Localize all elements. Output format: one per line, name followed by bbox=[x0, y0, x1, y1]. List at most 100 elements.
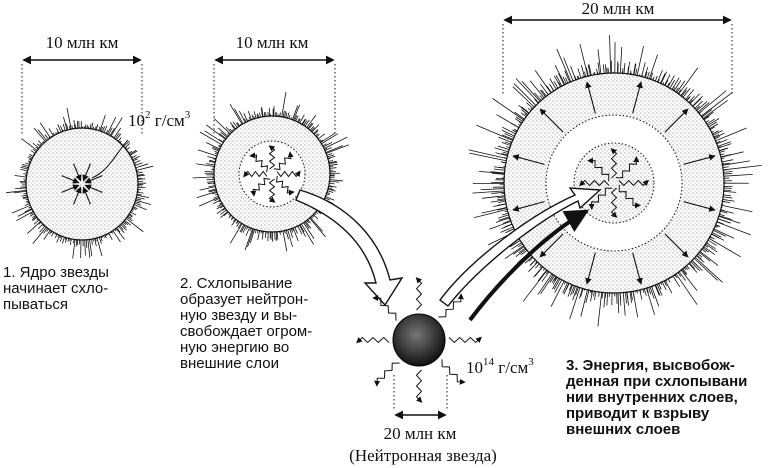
scale-label-star3: 20 млн км bbox=[582, 0, 655, 18]
corona-spike bbox=[218, 133, 227, 140]
corona-spike bbox=[606, 292, 608, 306]
energy-wave-arrow bbox=[610, 187, 618, 218]
corona-spike bbox=[712, 232, 722, 238]
corona-spike bbox=[276, 231, 279, 240]
force-arrow bbox=[585, 252, 596, 285]
corona-spike bbox=[580, 65, 585, 78]
energy-wave-arrow bbox=[372, 295, 397, 321]
corona-spike bbox=[73, 119, 76, 129]
corona-spike bbox=[579, 288, 583, 299]
corona-spike bbox=[704, 244, 709, 248]
corona-spike bbox=[512, 86, 535, 108]
corona-spike bbox=[597, 292, 603, 327]
corona-spike bbox=[39, 225, 46, 233]
corona-spike bbox=[660, 73, 666, 84]
corona-spike bbox=[619, 47, 623, 74]
corona-spike bbox=[313, 130, 319, 135]
corona-spike bbox=[678, 271, 686, 281]
corona-spike bbox=[43, 229, 51, 240]
corona-spike bbox=[229, 223, 243, 244]
corona-spike bbox=[22, 196, 28, 199]
corona-spike bbox=[137, 178, 146, 180]
corona-spike bbox=[636, 45, 644, 76]
corona-spike bbox=[316, 134, 320, 138]
corona-spike bbox=[294, 227, 298, 234]
corona-spike bbox=[521, 81, 541, 102]
corona-spike bbox=[723, 194, 732, 197]
corona-spike bbox=[594, 291, 597, 301]
corona-spike bbox=[515, 78, 540, 104]
corona-spike bbox=[76, 120, 79, 129]
corona-spike bbox=[658, 283, 662, 290]
corona-spike bbox=[282, 230, 288, 252]
corona-spike bbox=[556, 48, 572, 82]
corona-spike bbox=[601, 292, 604, 299]
corona-spike bbox=[546, 85, 552, 93]
corona-spike bbox=[527, 107, 532, 112]
corona-spike bbox=[29, 213, 35, 217]
corona-spike bbox=[247, 228, 254, 248]
corona-spike bbox=[655, 284, 661, 296]
corona-spike bbox=[29, 153, 34, 157]
corona-spike bbox=[134, 202, 142, 206]
corona-spike bbox=[723, 190, 737, 193]
corona-spike bbox=[98, 126, 101, 131]
corona-spike bbox=[129, 150, 138, 156]
scale-label-star2: 10 млн км bbox=[236, 33, 309, 52]
corona-spike bbox=[602, 64, 605, 74]
corona-spike bbox=[609, 35, 612, 74]
corona-spike bbox=[298, 118, 301, 123]
corona-spike bbox=[96, 237, 103, 257]
corona-spike bbox=[20, 168, 28, 172]
corona-spike bbox=[497, 207, 507, 211]
collapse-flow-arrow bbox=[295, 189, 404, 307]
corona-spike bbox=[27, 221, 41, 234]
corona-spike bbox=[694, 100, 704, 109]
corona-spike bbox=[279, 112, 281, 117]
corona-spike bbox=[293, 104, 301, 121]
corona-spike bbox=[220, 205, 224, 209]
corona-spike bbox=[43, 227, 48, 234]
corona-spike bbox=[328, 160, 337, 164]
corona-spike bbox=[622, 292, 626, 316]
corona-spike bbox=[646, 287, 656, 315]
corona-spike bbox=[504, 141, 512, 145]
corona-spike bbox=[504, 245, 524, 260]
corona-spike bbox=[281, 91, 287, 117]
corona-spike bbox=[534, 70, 552, 94]
corona-spike bbox=[100, 236, 103, 242]
corona-spike bbox=[197, 149, 217, 157]
corona-spike bbox=[208, 160, 216, 163]
corona-spike bbox=[720, 151, 744, 158]
corona-spike bbox=[297, 118, 300, 123]
corona-spike bbox=[196, 163, 215, 167]
neutron-star-rays bbox=[356, 277, 482, 403]
corona-spike bbox=[305, 220, 312, 229]
corona-spike bbox=[502, 220, 511, 224]
corona-spike bbox=[110, 117, 123, 137]
corona-spike bbox=[328, 160, 334, 162]
corona-spike bbox=[498, 136, 512, 143]
scale-label-neutron: 20 млн км bbox=[384, 424, 457, 443]
corona-spike bbox=[639, 289, 643, 300]
corona-spike bbox=[696, 255, 705, 263]
density-label-star1: 102 г/см3 bbox=[128, 109, 191, 130]
corona-spike bbox=[192, 176, 215, 179]
corona-spike bbox=[313, 214, 319, 220]
corona-spike bbox=[511, 242, 522, 250]
corona-spike bbox=[498, 200, 506, 203]
corona-spike bbox=[691, 260, 698, 267]
corona-spike bbox=[684, 266, 689, 271]
corona-spike bbox=[136, 193, 142, 196]
corona-spike bbox=[327, 155, 336, 159]
corona-spike bbox=[62, 123, 66, 131]
corona-spike bbox=[25, 162, 30, 165]
step-1-caption: 1. Ядро звезды начинает схло- пываться bbox=[3, 264, 109, 313]
corona-spike bbox=[713, 229, 727, 237]
corona-spike bbox=[199, 186, 216, 191]
corona-spike bbox=[502, 126, 516, 135]
corona-spike bbox=[584, 71, 587, 77]
corona-spike bbox=[722, 199, 735, 202]
corona-spike bbox=[502, 134, 514, 140]
corona-spike bbox=[712, 130, 719, 135]
